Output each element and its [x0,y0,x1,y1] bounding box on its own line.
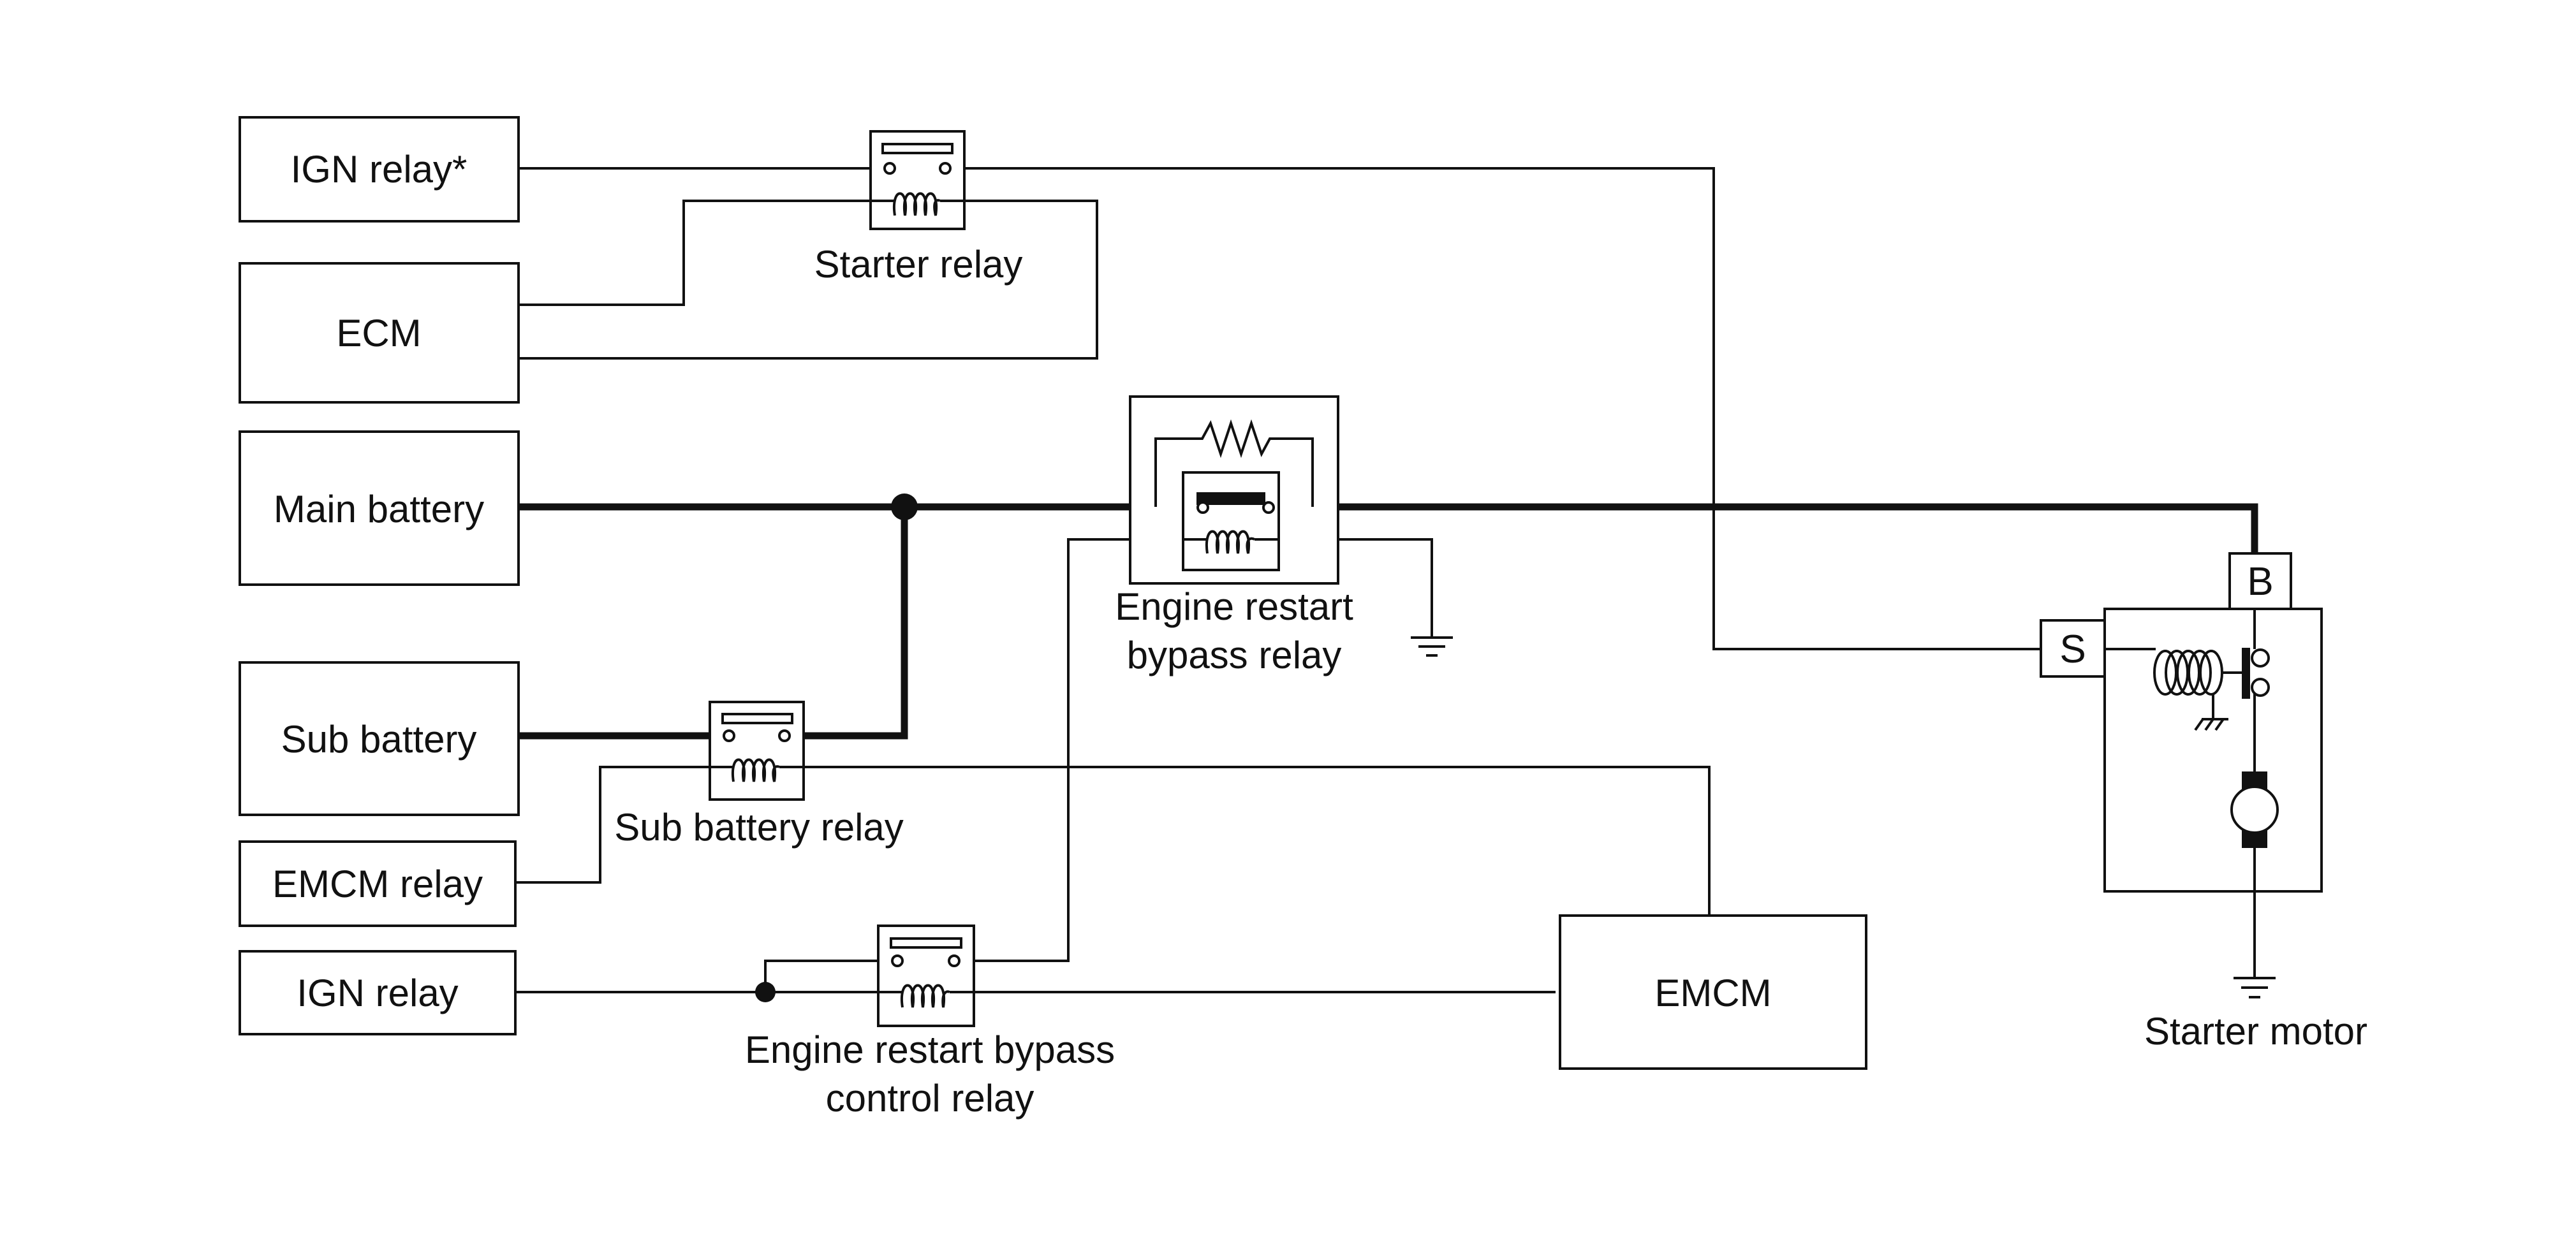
solenoid-coil-icon [2153,650,2242,731]
wire-emcm-relay-to-sub-coil [514,766,711,884]
engine-restart-bypass-control-relay [877,924,975,1027]
ecm-box: ECM [239,262,520,404]
bypass-relay-label-line1: Engine restart [1115,585,1353,628]
control-relay-label-line2: control relay [826,1077,1034,1120]
starter-relay-label: Starter relay [814,243,1023,286]
main-battery-label: Main battery [274,488,484,530]
wire-bypass-to-b-terminal [1269,503,2258,557]
ign-relay-star-box: IGN relay* [239,116,520,223]
wire-ign-relay-branch-to-control-contact [764,960,880,993]
sub-battery-label: Sub battery [281,718,477,761]
ign-relay-box: IGN relay [239,950,517,1035]
emcm-label: EMCM [1654,972,1771,1014]
terminal-b-box [2228,552,2292,610]
wire-control-contact-to-bypass-coil [973,538,1184,962]
junction-dot-battery [891,493,918,520]
emcm-box: EMCM [1559,914,1867,1070]
ecm-label: ECM [336,312,421,354]
starter-relay [869,130,966,230]
wiring [514,167,2258,993]
emcm-relay-label: EMCM relay [272,863,483,905]
motor-icon [2230,771,2279,848]
starter-motor: B S [2040,552,2323,893]
terminal-s-label: S [2059,627,2086,671]
sub-battery-relay-label: Sub battery relay [614,806,904,849]
sub-battery-relay [709,701,805,801]
junction-dot-ign [755,982,776,1002]
motor-ground-icon [2234,977,2276,998]
sub-battery-box: Sub battery [239,661,520,816]
control-relay-label-line1: Engine restart bypass [745,1028,1115,1071]
ign-relay-star-label: IGN relay* [291,148,467,191]
starter-motor-label: Starter motor [2144,1010,2367,1053]
emcm-relay-box: EMCM relay [239,840,517,927]
main-battery-box: Main battery [239,430,520,586]
bypass-relay-label-line2: bypass relay [1127,634,1342,676]
wire-starter-relay-to-s-terminal [963,167,2042,650]
terminal-b-label: B [2247,560,2273,604]
engine-restart-bypass-relay [1129,395,1339,585]
wire-ecm-to-starter-coil-a [517,200,872,306]
wire-ecm-to-starter-coil-b [517,200,1098,360]
wire-sub-relay-to-junction [800,503,908,740]
terminal-s-box [2040,619,2106,678]
ground-icon [1411,636,1453,657]
ign-relay-label: IGN relay [297,972,458,1014]
wire-sub-coil-to-emcm [802,766,1711,917]
